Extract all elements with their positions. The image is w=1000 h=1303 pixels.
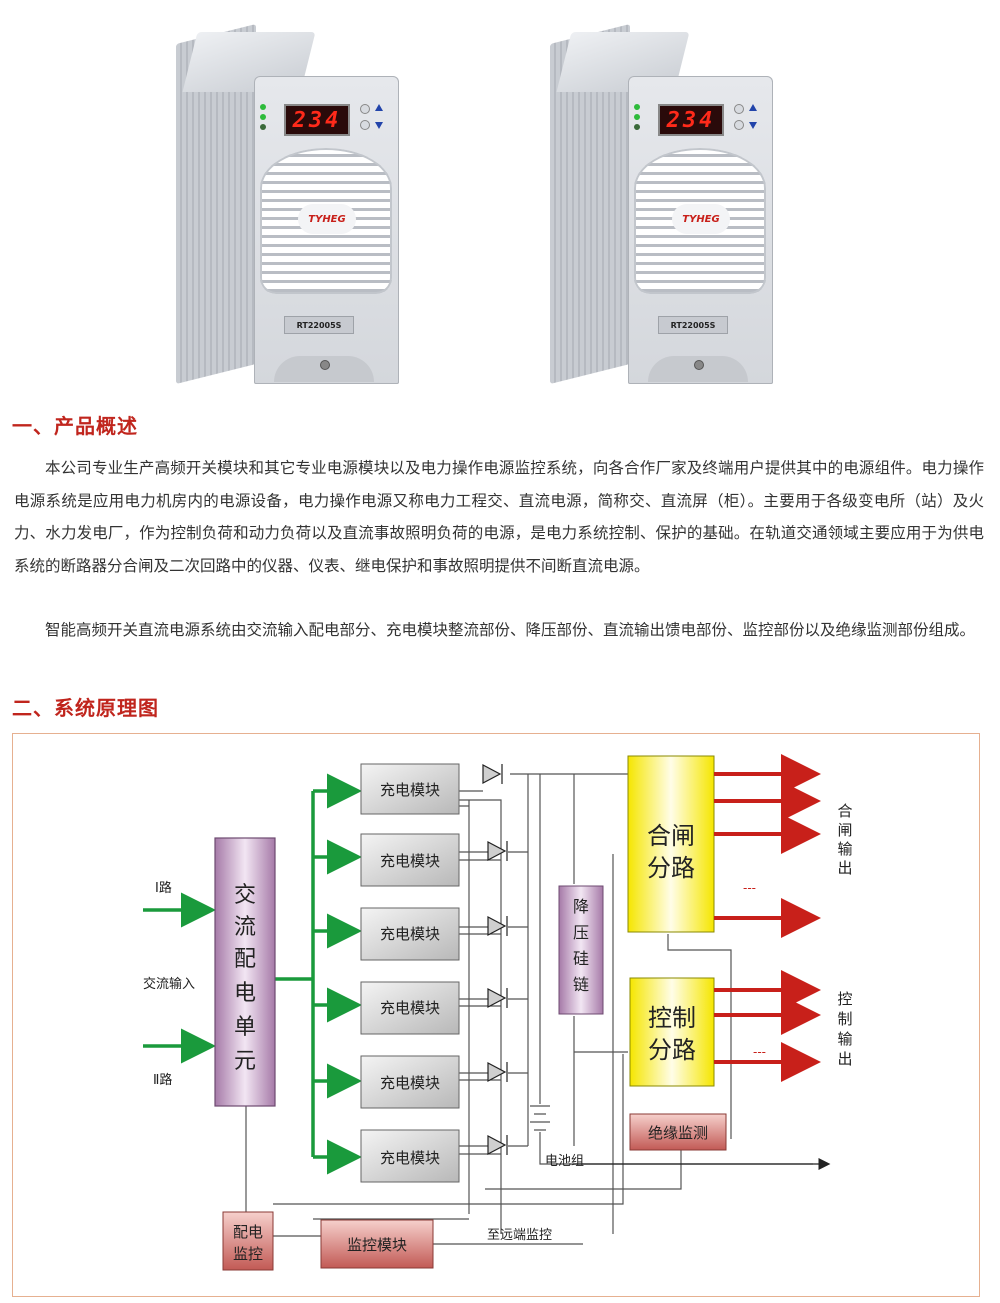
insulation-monitor-label: 绝缘监测	[648, 1124, 708, 1142]
arrow-down-icon	[749, 122, 757, 129]
control-branch-box	[629, 977, 715, 1087]
unit-front: 234 TYHEG RT22005S	[628, 76, 773, 384]
unit-foot	[648, 356, 748, 382]
step-down-char: 硅	[573, 949, 589, 968]
diodes	[482, 764, 508, 1155]
unit-front: 234 TYHEG RT22005S	[254, 76, 399, 384]
model-label: RT22005S	[658, 316, 728, 334]
closing-output-char: 合	[837, 802, 852, 820]
screw-icon	[694, 360, 704, 370]
product-photo-left: 234 TYHEG RT22005S	[176, 24, 406, 386]
section-title-diagram: 二、系统原理图	[12, 696, 159, 720]
system-diagram: Ⅰ路 交流输入 Ⅱ路 交 流 配 电 单 元 充电模块 充电模块 充电模块 充电…	[12, 733, 980, 1297]
charge-module-label: 充电模块	[380, 1074, 440, 1092]
section-title-overview: 一、产品概述	[12, 414, 138, 438]
ac-unit-char: 交	[234, 883, 256, 908]
status-led	[260, 124, 266, 130]
charge-module-label: 充电模块	[380, 999, 440, 1017]
step-down-chain	[558, 885, 604, 1015]
control-panel: 234	[634, 98, 767, 138]
arrow-up-icon	[375, 104, 383, 111]
brand-logo: TYHEG	[298, 204, 356, 234]
charge-module-label: 充电模块	[380, 852, 440, 870]
closing-output-char: 出	[837, 859, 852, 877]
closing-output-char: 闸	[837, 821, 852, 839]
step-down-char: 压	[573, 923, 589, 942]
unit-foot	[274, 356, 374, 382]
control-branch-label: 分路	[648, 1036, 696, 1064]
closing-branch-box	[627, 755, 715, 933]
panel-button	[734, 104, 744, 114]
step-down-char: 降	[573, 897, 589, 916]
status-led	[634, 114, 640, 120]
input-route-2: Ⅱ路	[153, 1072, 172, 1088]
ac-unit-char: 单	[234, 1015, 256, 1040]
ac-unit-char: 元	[234, 1049, 256, 1074]
status-led	[260, 104, 266, 110]
wiring	[245, 773, 813, 1245]
panel-button	[360, 104, 370, 114]
closing-branch-label: 分路	[647, 854, 695, 882]
status-led	[634, 124, 640, 130]
overview-paragraph: 本公司专业生产高频开关模块和其它专业电源模块以及电力操作电源监控系统，向各合作厂…	[14, 459, 984, 575]
charge-module-box	[360, 1129, 460, 1183]
ac-distribution-unit	[214, 837, 276, 1107]
ac-unit-char: 配	[234, 947, 256, 972]
status-led	[260, 114, 266, 120]
control-output-char: 输	[837, 1030, 852, 1048]
charge-module-label: 充电模块	[380, 1149, 440, 1167]
panel-button	[734, 120, 744, 130]
input-route-1: Ⅰ路	[155, 880, 172, 896]
dist-monitor-label: 配电	[233, 1223, 263, 1241]
screw-icon	[320, 360, 330, 370]
charge-module-label: 充电模块	[380, 781, 440, 799]
arrow-down-icon	[375, 122, 383, 129]
charge-module-box	[360, 981, 460, 1035]
dist-monitor-box	[222, 1211, 274, 1271]
monitor-module-box	[320, 1219, 434, 1269]
charge-module-box	[360, 763, 460, 815]
control-output-char: 控	[837, 990, 852, 1008]
model-label: RT22005S	[284, 316, 354, 334]
ac-input-label: 交流输入	[143, 976, 195, 992]
dist-monitor-label: 监控	[233, 1245, 263, 1263]
charge-module-label: 充电模块	[380, 925, 440, 943]
segment-display: 234	[284, 104, 350, 136]
charge-modules: 充电模块 充电模块 充电模块 充电模块 充电模块 充电模块	[360, 763, 460, 1183]
control-branch-label: 控制	[648, 1004, 696, 1032]
insulation-monitor-box	[629, 1113, 727, 1151]
charge-module-box	[360, 1055, 460, 1109]
remote-monitor-label: 至远端监控	[487, 1228, 552, 1243]
control-output-char: 制	[837, 1010, 852, 1028]
battery-label: 电池组	[545, 1154, 584, 1169]
brand-logo: TYHEG	[672, 204, 730, 234]
ac-unit-char: 电	[234, 981, 256, 1006]
vent-grille: TYHEG	[634, 148, 766, 294]
overview-paragraph: 智能高频开关直流电源系统由交流输入配电部分、充电模块整流部份、降压部份、直流输出…	[45, 621, 976, 639]
control-output-char: 出	[837, 1050, 852, 1068]
segment-display: 234	[658, 104, 724, 136]
monitor-module-label: 监控模块	[347, 1236, 407, 1254]
control-panel: 234	[260, 98, 393, 138]
panel-button	[360, 120, 370, 130]
charge-module-box	[360, 833, 460, 887]
ellipsis: ---	[753, 1045, 766, 1059]
vent-grille: TYHEG	[260, 148, 392, 294]
step-down-char: 链	[573, 975, 589, 994]
arrow-up-icon	[749, 104, 757, 111]
ellipsis: ---	[743, 881, 756, 895]
product-photo-right: 234 TYHEG RT22005S	[550, 24, 780, 386]
ac-unit-char: 流	[234, 915, 256, 940]
charge-module-box	[360, 907, 460, 961]
closing-branch-label: 合闸	[647, 822, 695, 850]
status-led	[634, 104, 640, 110]
closing-output-char: 输	[837, 840, 852, 858]
